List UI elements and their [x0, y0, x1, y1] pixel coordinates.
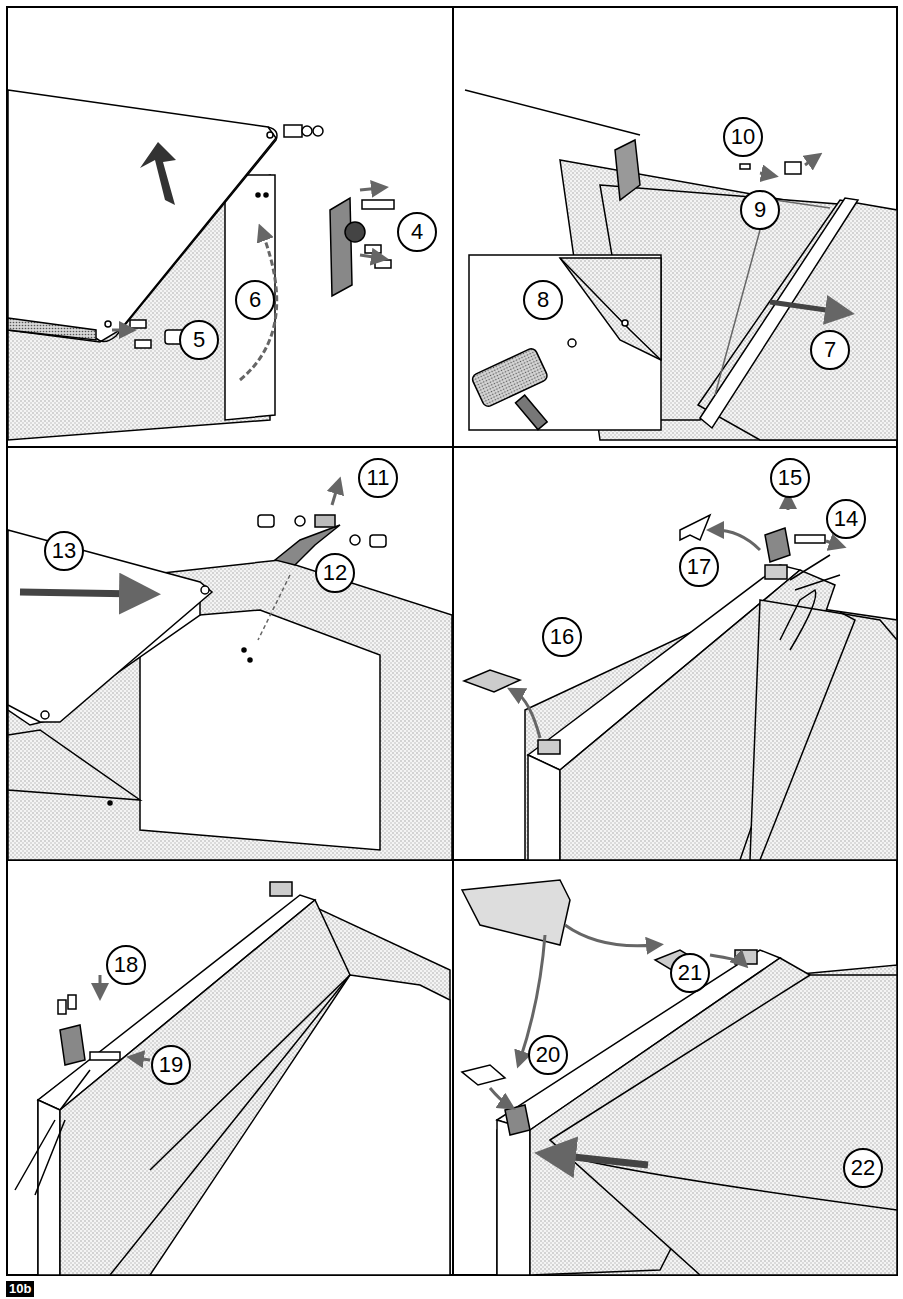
- motion-arrows: [490, 925, 742, 1165]
- motion-arrows: [100, 975, 150, 1060]
- callout-number: 15: [770, 458, 810, 498]
- callout-number: 8: [523, 280, 563, 320]
- callout-number: 18: [106, 945, 146, 985]
- callout-number: 12: [315, 553, 355, 593]
- panel-frame: [7, 7, 897, 1275]
- panel-2-door-removal: [465, 90, 897, 440]
- callout-number: 5: [179, 320, 219, 360]
- callout-number: 19: [151, 1045, 191, 1085]
- callout-number: 6: [235, 280, 275, 320]
- panel-5-hinge-refit: [15, 882, 450, 1275]
- callout-number: 13: [44, 531, 84, 571]
- panel-1-lid-removal: [8, 90, 394, 440]
- motion-arrows: [20, 485, 338, 640]
- callout-number: 17: [679, 547, 719, 587]
- callout-number: 21: [670, 953, 710, 993]
- callout-number: 20: [528, 1035, 568, 1075]
- panel-4-hinge-block: [464, 515, 897, 860]
- panel-6-covers-and-door: [462, 880, 897, 1275]
- callout-number: 16: [542, 617, 582, 657]
- callout-number: 14: [826, 499, 866, 539]
- motion-arrows: [112, 188, 380, 380]
- callout-number: 10: [723, 117, 763, 157]
- callout-number: 11: [358, 458, 398, 498]
- callout-number: 9: [740, 190, 780, 230]
- callout-number: 22: [843, 1148, 883, 1188]
- panel-3-hinge-transfer: [8, 515, 452, 860]
- callout-number: 4: [397, 212, 437, 252]
- figure-number: 10b: [6, 1281, 34, 1297]
- motion-arrows: [515, 500, 838, 738]
- callout-number: 7: [810, 330, 850, 370]
